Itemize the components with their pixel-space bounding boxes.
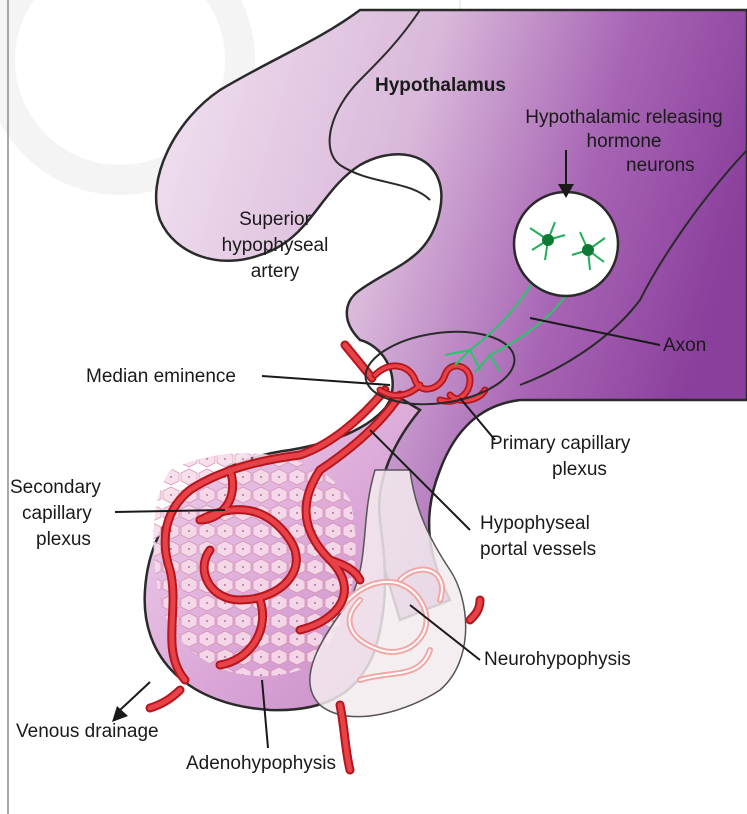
superior-label-line1: Superior [215, 208, 335, 232]
adenohypophysis-label: Adenohypophysis [186, 752, 336, 776]
releasing-label-line1: Hypothalamic releasing [505, 106, 743, 130]
portal-vessels-label-line2: portal vessels [480, 538, 596, 562]
releasing-label-line2: hormone [505, 130, 743, 154]
hypothalamus-label: Hypothalamus [375, 74, 506, 98]
primary-plexus-label-line1: Primary capillary [490, 432, 630, 456]
releasing-label-line3: neurons [626, 154, 695, 178]
portal-vessels-label-line1: Hypophyseal [480, 512, 590, 536]
secondary-plexus-label-line1: Secondary [10, 476, 101, 500]
secondary-plexus-label-line2: capillary [22, 502, 92, 526]
superior-label-line2: hypophyseal [205, 234, 345, 258]
primary-plexus-label-line2: plexus [552, 458, 607, 482]
median-eminence-label: Median eminence [86, 365, 236, 389]
neurohypophysis-label: Neurohypophysis [484, 648, 631, 672]
neuron-cell-circle [514, 192, 618, 296]
axon-label: Axon [663, 334, 706, 358]
venous-drainage-label: Venous drainage [16, 720, 159, 744]
secondary-plexus-label-line3: plexus [36, 528, 91, 552]
superior-label-line3: artery [215, 260, 335, 284]
